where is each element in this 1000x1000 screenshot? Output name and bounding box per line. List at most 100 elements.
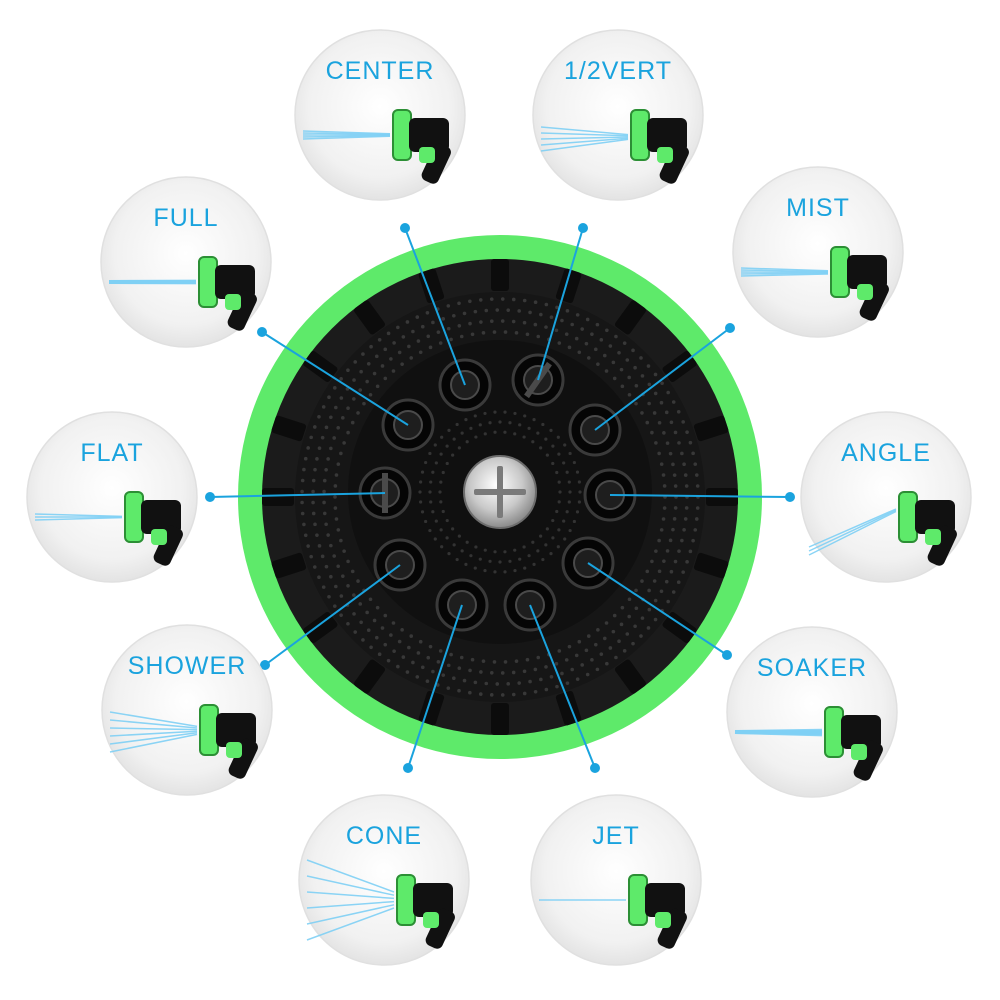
texture-dot [339, 613, 343, 617]
hose-nozzle-icon [198, 256, 257, 331]
texture-dot [329, 574, 333, 579]
spray-line [740, 267, 829, 272]
texture-dot [653, 598, 658, 603]
texture-dot [303, 456, 308, 461]
texture-dot [627, 597, 632, 602]
texture-dot [533, 667, 538, 672]
texture-dot [350, 569, 355, 574]
leader-line [261, 331, 409, 426]
texture-dot [419, 480, 423, 484]
texture-dot [662, 506, 667, 510]
texture-dot [346, 406, 350, 411]
texture-dot [495, 308, 500, 312]
texture-dot [653, 372, 658, 377]
texture-dot [380, 626, 385, 630]
texture-dot [368, 392, 373, 397]
leader-dot [400, 223, 410, 233]
texture-dot [383, 347, 388, 352]
spray-lines [34, 513, 123, 521]
texture-dot [312, 425, 317, 429]
spray-lines [108, 279, 197, 285]
texture-dot [317, 575, 321, 579]
leader-line [609, 494, 791, 498]
texture-dot [358, 388, 363, 392]
texture-dot [353, 360, 358, 364]
pattern-bubble: FLAT [26, 411, 198, 583]
texture-dot [659, 462, 664, 466]
texture-dot [681, 420, 685, 424]
texture-dot [544, 687, 549, 692]
texture-dot [564, 332, 569, 336]
texture-dot [317, 544, 322, 548]
texture-dot [391, 621, 396, 625]
texture-dot [386, 331, 391, 336]
texture-dot [300, 478, 305, 483]
texture-dot [352, 397, 356, 401]
texture-dot [673, 430, 678, 435]
texture-dot [374, 354, 379, 359]
spray-lines [740, 267, 829, 277]
rim-tooth [418, 268, 445, 304]
texture-dot [457, 688, 461, 693]
texture-dot [614, 334, 618, 339]
texture-dot [386, 658, 391, 663]
texture-dot [522, 691, 527, 696]
texture-dot [365, 379, 369, 384]
texture-dot [479, 670, 483, 674]
texture-dot [691, 538, 695, 543]
texture-dot [668, 451, 673, 456]
texture-dot [665, 549, 670, 553]
texture-dot [397, 639, 402, 644]
texture-dot [377, 652, 382, 657]
texture-dot [339, 538, 343, 543]
texture-dot [468, 690, 472, 695]
texture-dot [392, 341, 396, 345]
texture-dot [322, 500, 326, 505]
texture-dot [446, 663, 451, 668]
texture-dot [428, 528, 432, 533]
texture-dot [431, 669, 435, 674]
texture-dot [478, 692, 483, 696]
texture-dot [666, 599, 670, 604]
texture-dot [539, 534, 543, 538]
pattern-bubble: CONE [298, 794, 470, 966]
texture-dot [596, 628, 600, 632]
texture-dot [332, 554, 337, 558]
texture-dot [605, 661, 609, 666]
texture-dot [409, 634, 414, 638]
texture-dot [555, 305, 559, 310]
texture-dot [665, 441, 670, 445]
spray-line [306, 875, 395, 896]
texture-dot [639, 634, 643, 638]
texture-dot [556, 545, 560, 549]
texture-dot [329, 446, 333, 451]
texture-dot [671, 590, 676, 594]
texture-dot [612, 613, 617, 618]
texture-dot [522, 320, 527, 325]
spray-line [540, 137, 629, 146]
spray-line [306, 907, 395, 941]
texture-dot [567, 644, 572, 649]
texture-dot [306, 446, 310, 450]
texture-dot [634, 401, 638, 406]
texture-dot [441, 673, 446, 677]
spray-line [540, 132, 629, 137]
texture-dot [511, 692, 516, 697]
hose-nozzle-icon [630, 109, 689, 184]
texture-dot [563, 537, 567, 541]
texture-dot [495, 682, 500, 686]
texture-dot [578, 490, 582, 494]
texture-dot [313, 522, 317, 527]
texture-dot [557, 500, 561, 504]
texture-dot [619, 622, 624, 627]
texture-dot [522, 435, 526, 439]
spray-line [109, 727, 198, 731]
texture-dot [580, 327, 584, 331]
texture-dot [556, 435, 560, 439]
pattern-label: JET [592, 822, 639, 850]
pattern-label: FLAT [80, 439, 143, 467]
texture-dot [664, 579, 669, 584]
texture-dot [473, 309, 478, 314]
texture-dot [356, 579, 360, 583]
texture-dot [525, 332, 530, 337]
